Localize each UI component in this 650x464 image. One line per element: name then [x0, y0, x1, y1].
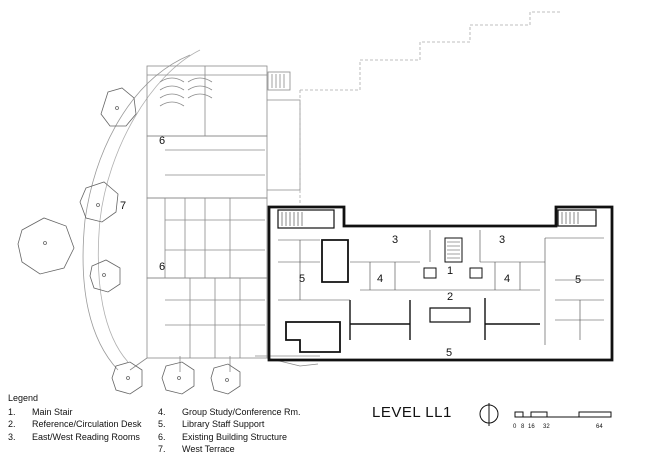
legend-item: 3. East/West Reading Rooms: [8, 431, 142, 443]
legend-item: 1. Main Stair: [8, 406, 142, 418]
legend-label: Existing Building Structure: [182, 431, 288, 442]
legend-number: 3.: [8, 431, 16, 442]
legend-title: Legend: [8, 393, 39, 403]
level-title: LEVEL LL1: [372, 404, 452, 421]
room-tag: 4: [377, 273, 383, 285]
room-tag: 6: [159, 261, 165, 273]
room-tag: 6: [159, 135, 165, 147]
legend-number: 5.: [158, 419, 166, 430]
new-building: [267, 205, 614, 362]
legend-label: West Terrace: [182, 444, 235, 455]
legend-column: 1. Main Stair 2. Reference/Circulation Des…: [8, 406, 142, 443]
room-tag: 7: [120, 200, 126, 212]
legend-item: 2. Reference/Circulation Desk: [8, 418, 142, 430]
legend-number: 6.: [158, 431, 166, 442]
room-tag: 1: [447, 265, 453, 277]
room-tag: 5: [446, 347, 452, 359]
legend-label: Group Study/Conference Rm.: [182, 407, 301, 417]
legend-item: 6. Existing Building Structure: [158, 431, 301, 443]
scale-label-64: 64: [596, 424, 603, 430]
legend: Legend 1. Main Stair 2. Reference/Circulat…: [8, 392, 301, 454]
north-arrow-icon: [479, 403, 499, 426]
legend-column: 4. Group Study/Conference Rm. 5. Library S…: [158, 406, 301, 456]
room-tag: 2: [447, 291, 453, 303]
room-tags: 3 3 1 2 4 4 5 5 5 6 6 7: [120, 135, 581, 359]
legend-label: Reference/Circulation Desk: [32, 419, 142, 430]
legend-label: Library Staff Support: [182, 419, 265, 430]
legend-number: 2.: [8, 419, 16, 430]
tree-icon: [17, 87, 241, 395]
room-tag: 4: [504, 273, 510, 285]
scale-label-8: 8: [521, 424, 525, 430]
room-tag: 3: [392, 234, 398, 246]
room-tag: 5: [299, 273, 305, 285]
legend-item: 5. Library Staff Support: [158, 418, 301, 430]
legend-item: 7. West Terrace: [158, 443, 301, 455]
legend-number: 7.: [158, 444, 166, 455]
room-tag: 3: [499, 234, 505, 246]
dashed-outline: [299, 11, 560, 205]
scale-label-16: 16: [528, 424, 535, 430]
scale-bar-icon: [514, 411, 612, 418]
existing-building: [82, 49, 320, 372]
room-tag: 5: [575, 274, 581, 286]
legend-item: 4. Group Study/Conference Rm.: [158, 406, 301, 418]
legend-label: Main Stair: [32, 407, 73, 417]
legend-label: East/West Reading Rooms: [32, 431, 140, 442]
legend-number: 1.: [8, 407, 16, 417]
scale-label-32: 32: [543, 424, 550, 430]
scale-label-0: 0: [513, 424, 517, 430]
legend-number: 4.: [158, 407, 166, 417]
